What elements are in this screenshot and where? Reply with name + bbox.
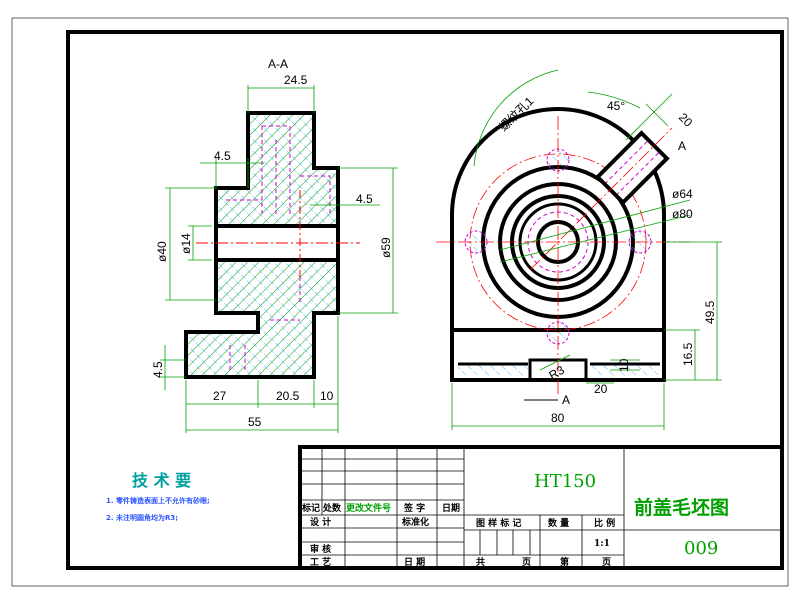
scale-value: 1:1 — [594, 539, 610, 549]
lbl-stage-mark: 图 样 标 记 — [476, 517, 521, 529]
lbl-page: 页 — [602, 557, 611, 568]
dim-55: 55 — [248, 415, 262, 429]
dim-dia-59: ø59 — [379, 237, 393, 258]
lbl-change-doc: 更改文件号 — [346, 502, 391, 514]
dim-20: 20 — [594, 382, 608, 396]
lbl-total: 共 — [476, 556, 485, 568]
lbl-standard: 标准化 — [401, 516, 429, 528]
tech-title: 技 术 要 — [132, 471, 191, 490]
dim-16-5: 16.5 — [681, 342, 695, 366]
lbl-date2: 日 期 — [404, 556, 425, 568]
tech-line-1: 1. 零件铸造表面上不允许有砂眼; — [106, 496, 210, 505]
dim-dia-80: ø80 — [672, 207, 693, 221]
lbl-scale: 比 例 — [594, 517, 615, 529]
dim-right-4-5: 4.5 — [356, 192, 373, 206]
sheet-border-thin — [11, 17, 789, 587]
section-view: A-A 24.5 4.5 4.5 ø40 ø14 ø59 4.5 27 20.5… — [151, 57, 398, 433]
drawing-name: 前盖毛坯图 — [634, 496, 729, 519]
dim-49-5: 49.5 — [703, 300, 717, 324]
dim-45-deg: 45° — [607, 99, 625, 113]
dim-10: 10 — [320, 389, 334, 403]
tech-line-2: 2. 未注明圆角均为R3; — [106, 513, 178, 522]
dim-80: 80 — [551, 411, 565, 425]
dim-dia-14: ø14 — [179, 233, 193, 254]
section-label: A-A — [268, 57, 288, 71]
dim-bottom-4-5: 4.5 — [151, 361, 165, 378]
drawing-no: 009 — [684, 538, 718, 559]
dim-20-top: 20 — [676, 110, 696, 130]
lbl-quantity: 数 量 — [548, 517, 569, 529]
front-view: 螺纹孔1 45° 20 A ø64 ø80 49.5 16.5 10 R3 20… — [436, 69, 722, 430]
lbl-signature: 签 字 — [403, 502, 425, 514]
base-slot-left — [458, 364, 528, 376]
lbl-date: 日期 — [442, 502, 460, 514]
dim-20-5: 20.5 — [276, 389, 300, 403]
dim-27: 27 — [213, 389, 227, 403]
lbl-review: 审 核 — [310, 543, 331, 555]
dim-24-5: 24.5 — [284, 73, 308, 87]
lbl-process: 工 艺 — [310, 556, 331, 568]
lbl-mark: 标记 — [301, 502, 320, 514]
front-centerlines — [436, 116, 690, 395]
technical-requirements: 技 术 要 1. 零件铸造表面上不允许有砂眼; 2. 未注明圆角均为R3; — [106, 471, 210, 522]
arrow-a-top: A — [678, 139, 686, 153]
lbl-count: 处数 — [322, 502, 342, 514]
dim-dia-64: ø64 — [672, 187, 693, 201]
lbl-sheet-no: 第 — [560, 556, 569, 568]
lbl-sheets: 页 — [522, 557, 531, 568]
sheet-border-thick — [66, 30, 784, 570]
title-block: HT150 前盖毛坯图 009 标记 处数 更改文件号 签 字 日期 设 计 标… — [298, 445, 782, 568]
section-hidden-lines — [226, 125, 331, 370]
arrow-a-bottom: A — [562, 393, 570, 407]
dim-r3: R3 — [547, 363, 568, 383]
material: HT150 — [534, 471, 596, 492]
section-dim-lines — [160, 85, 398, 433]
dim-slot-10: 10 — [617, 358, 631, 372]
lbl-design: 设 计 — [310, 516, 331, 528]
front-dim-lines — [451, 69, 722, 430]
dim-left-4-5: 4.5 — [214, 149, 231, 163]
dim-dia-40: ø40 — [155, 241, 169, 262]
